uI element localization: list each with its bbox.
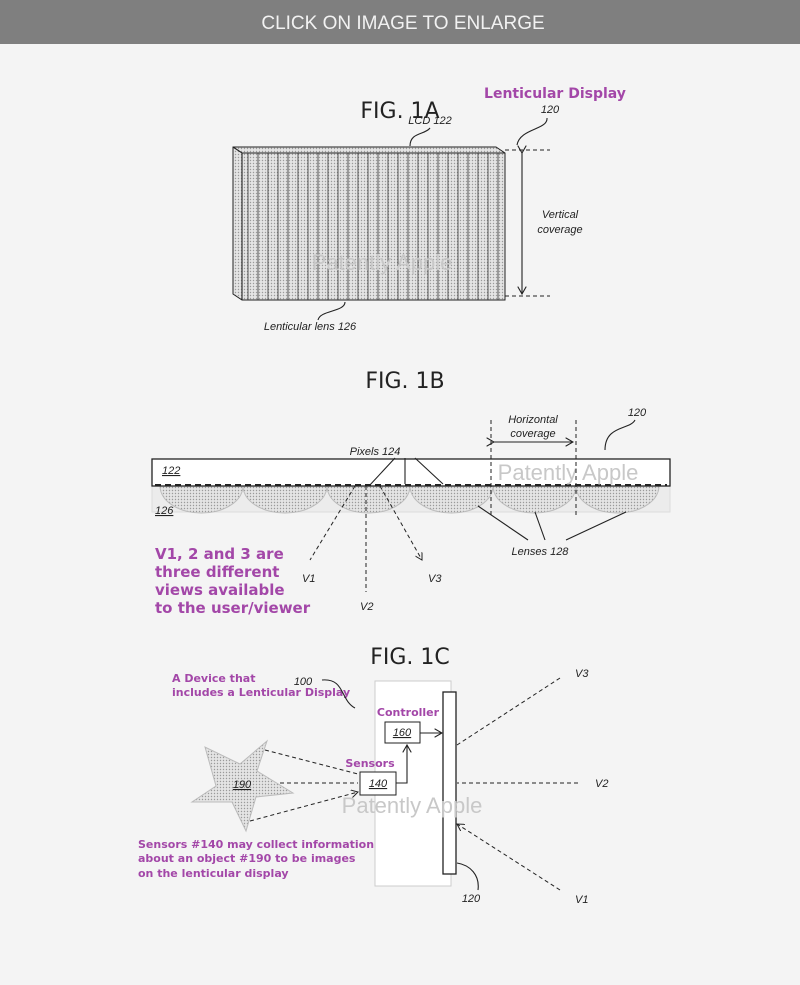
enlarge-banner-text[interactable]: CLICK ON IMAGE TO ENLARGE xyxy=(261,13,544,34)
sensors-note: Sensors #140 may collect information abo… xyxy=(138,838,374,880)
svg-text:three different: three different xyxy=(155,563,279,581)
object-star xyxy=(190,739,295,833)
ref-126: 126 xyxy=(155,505,174,517)
lens xyxy=(492,485,577,514)
fig-1a-title: FIG. 1A xyxy=(360,99,439,124)
ref-100: 100 xyxy=(294,676,313,688)
lens xyxy=(409,485,494,514)
sensors-label: Sensors xyxy=(345,757,395,770)
view-v3: V3 xyxy=(428,573,442,585)
view-v1: V1 xyxy=(302,573,315,585)
fig-1c: FIG. 1C A Device that includes a Lenticu… xyxy=(138,645,608,906)
controller-label: Controller xyxy=(377,706,440,719)
watermark: Patently Apple xyxy=(498,460,639,485)
view-v2: V2 xyxy=(360,601,373,613)
lenticular-panel xyxy=(232,146,506,301)
views-note: V1, 2 and 3 are three different views av… xyxy=(155,545,311,617)
watermark: Patently Apple xyxy=(342,793,483,818)
svg-text:to the user/viewer: to the user/viewer xyxy=(155,599,311,617)
svg-text:includes a Lenticular Display: includes a Lenticular Display xyxy=(172,686,350,699)
ref-190: 190 xyxy=(233,779,252,791)
view-v2: V2 xyxy=(595,778,608,790)
watermark: Patently Apple xyxy=(312,250,453,275)
lens xyxy=(242,485,328,514)
svg-text:on the lenticular display: on the lenticular display xyxy=(138,867,289,880)
horizontal-coverage-line1: Horizontal xyxy=(508,414,558,426)
lens xyxy=(326,485,411,514)
ref-120: 120 xyxy=(462,893,481,905)
ref-140: 140 xyxy=(369,778,388,790)
lenticular-lens-label: Lenticular lens 126 xyxy=(264,321,357,333)
vertical-coverage-line2: coverage xyxy=(537,224,582,236)
display-bar xyxy=(442,691,457,875)
lenses-label: Lenses 128 xyxy=(512,546,570,558)
horizontal-coverage-line2: coverage xyxy=(510,428,555,440)
fig-1c-title: FIG. 1C xyxy=(370,645,450,670)
svg-text:about an object #190 to be ima: about an object #190 to be images xyxy=(138,852,356,865)
fig-1b-title: FIG. 1B xyxy=(365,369,444,394)
view-v1: V1 xyxy=(575,894,588,906)
device-note: A Device that includes a Lenticular Disp… xyxy=(172,672,350,699)
lcd-label: LCD 122 xyxy=(408,115,451,127)
lens xyxy=(159,485,244,514)
ref-160: 160 xyxy=(393,727,412,739)
fig-1a: FIG. 1A Lenticular Display 120 LCD 122 P… xyxy=(232,86,626,333)
fig-1b: FIG. 1B 120 Horizontal coverage Patently… xyxy=(151,369,671,617)
pixels-label: Pixels 124 xyxy=(350,446,401,458)
svg-text:views available: views available xyxy=(155,581,285,599)
lens xyxy=(575,485,660,514)
svg-text:Sensors #140 may collect infor: Sensors #140 may collect information xyxy=(138,838,374,851)
enlarge-banner[interactable]: CLICK ON IMAGE TO ENLARGE xyxy=(0,0,800,44)
lenticular-display-callout: Lenticular Display xyxy=(484,86,626,102)
ref-122: 122 xyxy=(162,465,180,477)
svg-text:V1, 2 and 3 are: V1, 2 and 3 are xyxy=(155,545,284,563)
ref-120: 120 xyxy=(628,407,647,419)
ref-120: 120 xyxy=(541,104,560,116)
view-v3: V3 xyxy=(575,668,589,680)
svg-text:A Device that: A Device that xyxy=(172,672,255,685)
vertical-coverage-line1: Vertical xyxy=(542,209,579,221)
